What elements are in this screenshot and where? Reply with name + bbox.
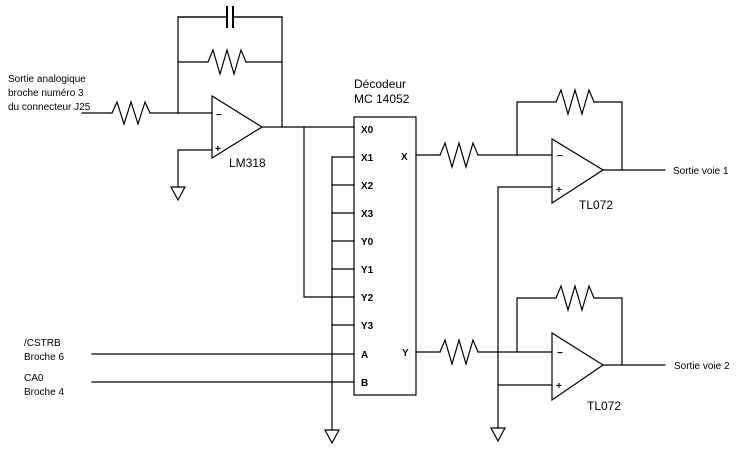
- output-voie1-label: Sortie voie 1: [673, 166, 729, 177]
- resistor-y-out: [439, 337, 479, 367]
- pin-x0-label: X0: [361, 125, 374, 136]
- pin-x-label: X: [401, 152, 408, 163]
- cap-gap: [226, 5, 234, 29]
- opamp-tl072-bottom-minus: −: [557, 348, 563, 359]
- opamp-tl072-bottom: − + TL072: [551, 331, 621, 413]
- input-label-line1: Sortie analogique: [8, 74, 86, 85]
- decoder-box: [353, 116, 417, 396]
- opamp-tl072-top-triangle: [551, 137, 605, 205]
- opamp1-feedback-resistor: [555, 87, 595, 117]
- signal-cstrb-line2: Broche 6: [24, 352, 64, 363]
- signal-ca0: CA0 Broche 4: [24, 373, 64, 398]
- pin-x3-label: X3: [361, 209, 374, 220]
- signal-cstrb: /CSTRB Broche 6: [24, 338, 64, 363]
- opamp2-feedback-resistor: [555, 283, 595, 313]
- opamp-lm318-triangle: [211, 94, 264, 160]
- feedback-outer-loop: [177, 16, 283, 128]
- feedback-resistor: [207, 47, 247, 77]
- pin-y1-label: Y1: [361, 265, 374, 276]
- wire-plus-to-ground: [177, 149, 213, 188]
- signal-cstrb-line1: /CSTRB: [24, 338, 61, 349]
- pin-a-label: A: [361, 350, 368, 361]
- pin-x2-label: X2: [361, 181, 374, 192]
- opamp-tl072-top-plus: +: [556, 185, 562, 196]
- opamp2-feedback-right: [593, 297, 623, 366]
- signal-ca0-line1: CA0: [24, 373, 44, 384]
- decoder-title-line1: Décodeur: [354, 77, 406, 91]
- opamp1-feedback-left: [516, 101, 557, 156]
- opamp-lm318-label: LM318: [229, 156, 266, 170]
- pin-y2-label: Y2: [361, 293, 374, 304]
- decoder-mc14052: Décodeur MC 14052 X0 X1 X2 X3 Y0 Y1 Y2 Y…: [353, 77, 417, 396]
- input-resistor: [111, 100, 151, 126]
- opamp-tl072-top-label: TL072: [579, 198, 613, 212]
- opamp-tl072-top-minus: −: [557, 151, 563, 162]
- input-label-line3: du connecteur J25: [8, 102, 91, 113]
- ground-symbol-tl072: [489, 427, 507, 443]
- ground-symbol-decoder: [323, 429, 341, 445]
- opamp2-feedback-left: [516, 297, 557, 353]
- opamp1-feedback-right: [593, 101, 623, 171]
- opamp-tl072-bottom-label: TL072: [587, 399, 621, 413]
- opamp-tl072-bottom-triangle: [551, 331, 605, 402]
- pin-y3-label: Y3: [361, 321, 374, 332]
- ground-symbol-lm318: [169, 186, 187, 202]
- wire-x0-to-y2: [303, 126, 355, 298]
- opamp-tl072-bottom-plus: +: [556, 381, 562, 392]
- opamp-tl072-top: − + TL072: [551, 137, 613, 212]
- pin-b-label: B: [361, 378, 368, 389]
- opamp-lm318-plus: +: [215, 144, 221, 155]
- pin-x1-label: X1: [361, 153, 374, 164]
- signal-ca0-line2: Broche 4: [24, 387, 64, 398]
- opamp-lm318-minus: −: [216, 110, 222, 121]
- wire-opamp-plus-ground: [497, 186, 553, 429]
- input-label-line2: broche numéro 3: [8, 88, 84, 99]
- resistor-x-out: [439, 140, 479, 170]
- decoder-title-line2: MC 14052: [354, 92, 410, 106]
- pin-y-label: Y: [402, 348, 409, 359]
- pin-y0-label: Y0: [361, 237, 374, 248]
- input-label: Sortie analogique broche numéro 3 du con…: [8, 74, 91, 113]
- opamp-lm318: − + LM318: [211, 94, 266, 170]
- output-voie2-label: Sortie voie 2: [674, 361, 730, 372]
